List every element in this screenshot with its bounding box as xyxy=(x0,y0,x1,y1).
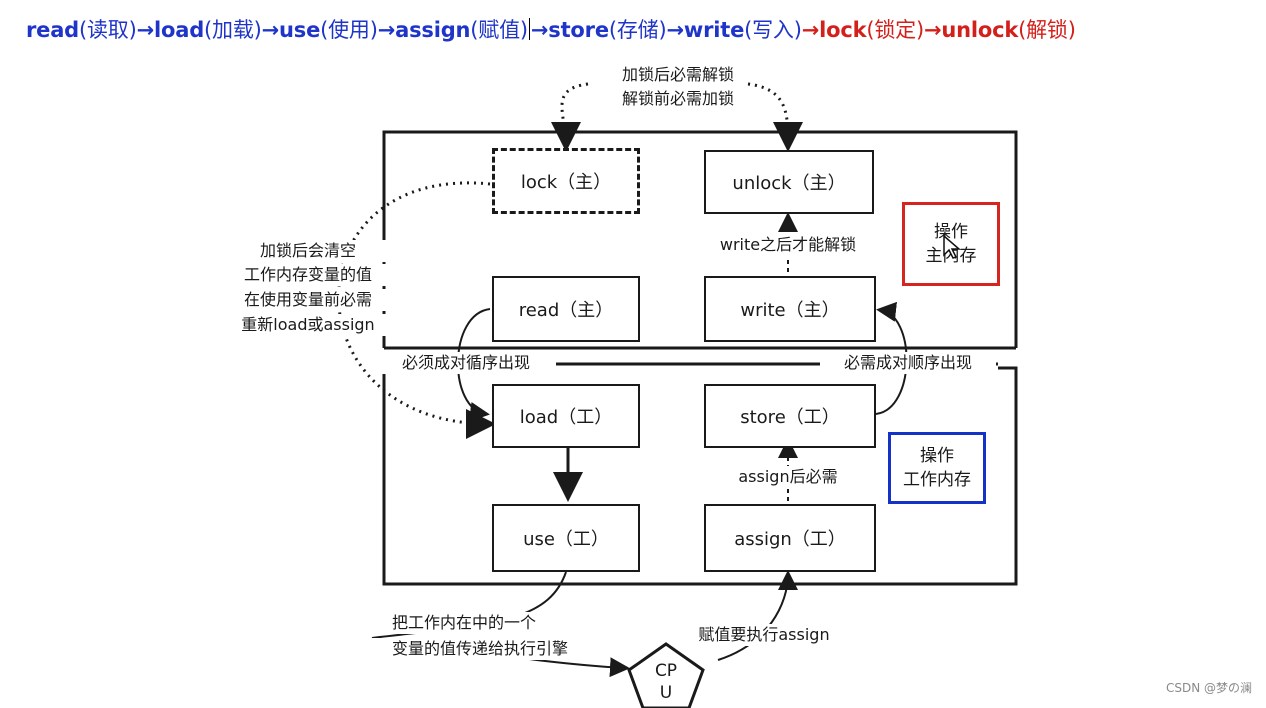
headline-arrow: → xyxy=(261,18,280,42)
headline-arrow: → xyxy=(801,18,820,42)
work-annotation-line-1: 操作 xyxy=(920,446,954,466)
headline-step-cn: (锁定) xyxy=(866,18,924,42)
node-lock: lock（主） xyxy=(492,148,640,214)
jmm-diagram-panel: lock（主） unlock（主） read（主） write（主） load（… xyxy=(228,64,1038,708)
node-assign: assign（工） xyxy=(704,504,876,572)
headline-step-en: use xyxy=(279,18,321,42)
node-store: store（工） xyxy=(704,384,876,448)
headline-step-cn: (写入) xyxy=(744,18,802,42)
node-write: write（主） xyxy=(704,276,876,342)
headline-step-write: write(写入) xyxy=(684,18,802,42)
cpu-assign-label: 赋值要执行assign xyxy=(672,624,856,646)
node-use: use（工） xyxy=(492,504,640,572)
write-unlock-label: write之后才能解锁 xyxy=(688,234,888,256)
cpu-shape xyxy=(627,642,705,708)
headline-step-cn: (使用) xyxy=(320,18,378,42)
headline-arrow: → xyxy=(530,18,549,42)
lock-rule-label-1: 加锁后必需解锁 xyxy=(621,65,734,84)
working-memory-annotation: 操作 工作内存 xyxy=(888,432,986,504)
lock-unlock-arrow-left xyxy=(550,82,589,152)
cpu-label-2: U xyxy=(659,683,673,703)
headline-arrow: → xyxy=(377,18,396,42)
clear-label-3: 在使用变量前必需 xyxy=(228,289,388,311)
headline-step-lock: lock(锁定) xyxy=(819,18,924,42)
headline-step-en: read xyxy=(26,18,80,42)
headline-arrow: → xyxy=(923,18,942,42)
pair-right-label: 必需成对顺序出现 xyxy=(820,352,996,374)
clear-label-1: 加锁后会清空 xyxy=(228,240,388,262)
node-load: load（工） xyxy=(492,384,640,448)
watermark: CSDN @梦の澜 xyxy=(1165,681,1252,695)
cpu-assign-arrow xyxy=(717,570,798,661)
headline-step-unlock: unlock(解锁) xyxy=(941,18,1076,42)
headline-step-cn: (存储) xyxy=(608,18,667,42)
headline-step-cn: (赋值) xyxy=(470,18,528,42)
headline-step-en: store xyxy=(548,18,609,42)
headline-step-en: write xyxy=(683,18,745,42)
headline-step-en: assign xyxy=(395,18,471,42)
headline-arrow: → xyxy=(136,18,155,42)
headline-sequence: read(读取)→load(加载)→use(使用)→assign(赋值)→sto… xyxy=(26,14,1256,44)
clear-label-2: 工作内存变量的值 xyxy=(228,264,388,286)
headline-step-cn: (读取) xyxy=(79,18,137,42)
headline-step-en: lock xyxy=(819,18,867,42)
clear-label-4: 重新load或assign xyxy=(228,314,388,336)
text-cursor xyxy=(528,18,530,40)
use-cpu-label-2: 变量的值传递给执行引擎 xyxy=(360,638,600,660)
headline-step-use: use(使用) xyxy=(279,18,378,42)
use-cpu-label-1: 把工作内在中的一个 xyxy=(364,612,564,634)
headline-step-load: load(加载) xyxy=(154,18,262,42)
main-annotation-line-2: 主内存 xyxy=(925,246,977,266)
pair-left-label: 必须成对循序出现 xyxy=(376,352,556,374)
lock-unlock-arrow-right xyxy=(747,82,803,152)
headline-arrow: → xyxy=(666,18,684,42)
headline-step-assign: assign(赋值) xyxy=(395,18,528,42)
headline-step-read: read(读取) xyxy=(26,18,137,42)
node-unlock: unlock（主） xyxy=(704,150,874,214)
main-annotation-line-1: 操作 xyxy=(934,222,968,242)
node-read: read（主） xyxy=(492,276,640,342)
headline-step-cn: (加载) xyxy=(204,18,262,42)
lock-rule-label-2: 解锁前必需加锁 xyxy=(621,89,734,108)
work-annotation-line-2: 工作内存 xyxy=(903,470,971,490)
headline-step-store: store(存储) xyxy=(548,18,666,42)
headline-step-en: load xyxy=(154,18,205,42)
working-memory-frame xyxy=(382,364,1018,586)
cpu-label-1: CP xyxy=(654,661,678,681)
headline-step-cn: (解锁) xyxy=(1018,18,1076,42)
headline-step-en: unlock xyxy=(941,18,1019,42)
assign-rule-label: assign后必需 xyxy=(718,466,858,488)
